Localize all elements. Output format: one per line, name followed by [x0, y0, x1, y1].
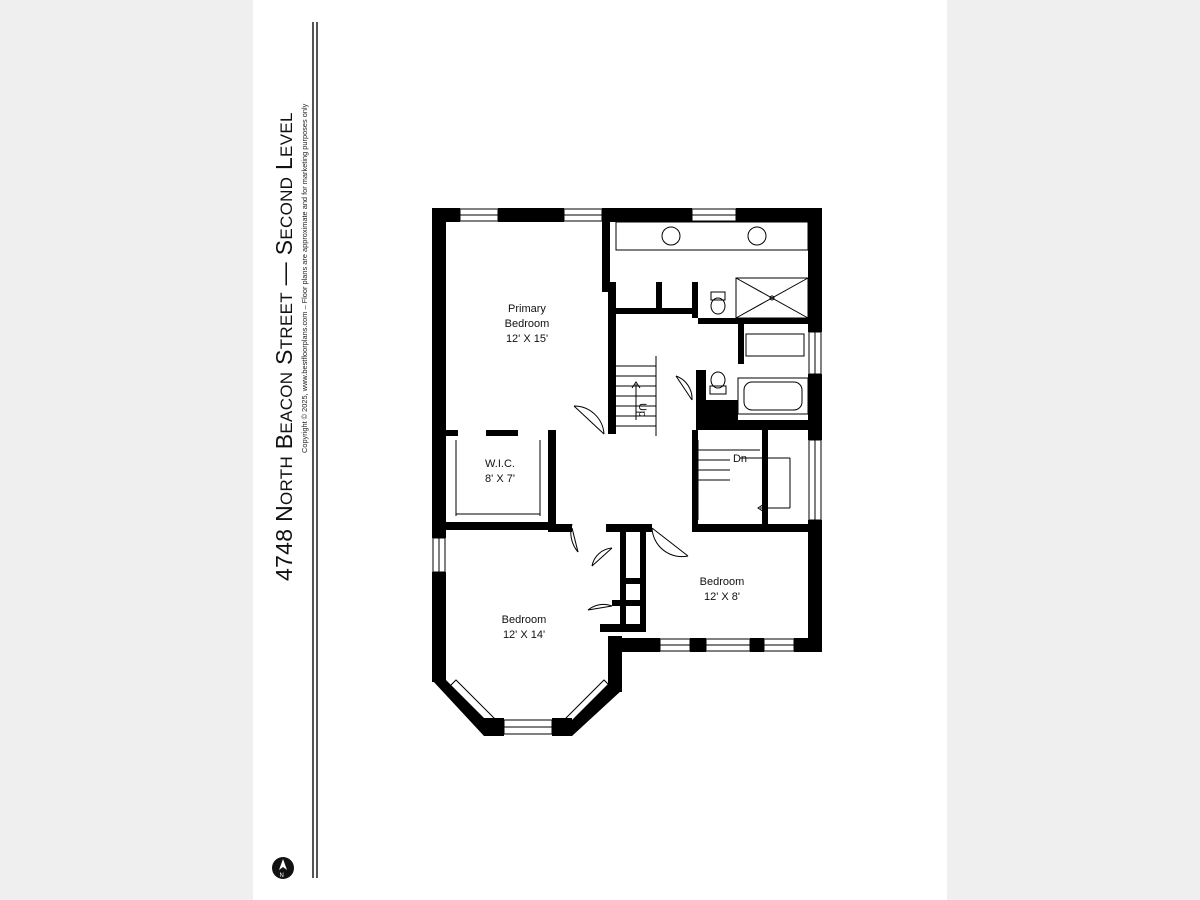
stairs-up-label: Up — [636, 403, 648, 417]
plan-sheet — [253, 0, 947, 900]
interior-walls — [446, 222, 808, 632]
primary-bedroom-label: Primary — [508, 303, 546, 315]
primary-bedroom-label: Bedroom — [505, 318, 550, 330]
staircases — [616, 356, 791, 520]
title-rule — [316, 22, 318, 878]
wic-label: W.I.C. — [485, 458, 515, 470]
wic-size: 8' X 7' — [485, 473, 515, 485]
fixtures — [455, 221, 809, 516]
windows — [432, 208, 822, 735]
bedroom-2-size: 12' X 8' — [704, 591, 740, 603]
exterior-walls — [432, 208, 822, 736]
svg-text:N: N — [280, 873, 284, 879]
room-labels: Primary Bedroom 12' X 15' W.I.C. 8' X 7'… — [485, 303, 747, 641]
bedroom-3-size: 12' X 14' — [503, 629, 545, 641]
bedroom-3-label: Bedroom — [502, 614, 547, 626]
stairs-down-label: Dn — [733, 453, 747, 465]
doors — [570, 375, 693, 611]
compass-icon: N — [272, 857, 294, 879]
bedroom-2-label: Bedroom — [700, 576, 745, 588]
primary-bedroom-size: 12' X 15' — [506, 333, 548, 345]
title-rule — [312, 22, 314, 878]
